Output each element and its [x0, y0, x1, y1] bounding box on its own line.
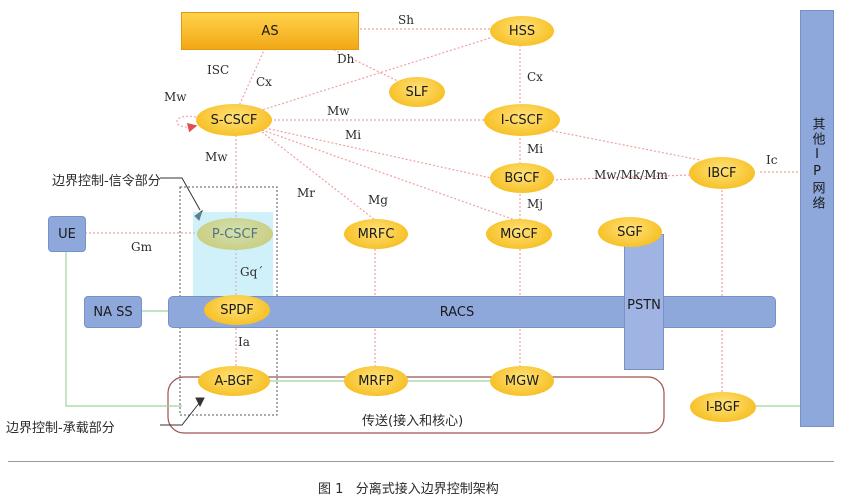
sgf-label: SGF [617, 224, 643, 240]
mgw-node: MGW [490, 366, 554, 396]
iface-mw-si: Mw [327, 104, 350, 118]
a-bgf-label: A-BGF [214, 373, 254, 389]
mgw-label: MGW [504, 373, 540, 389]
i-cscf-node: I-CSCF [484, 104, 560, 136]
iface-cx-s: Cx [256, 75, 272, 89]
ue-box: UE [48, 216, 86, 252]
s-cscf-label: S-CSCF [210, 112, 258, 128]
iface-mi-s: Mi [345, 128, 362, 142]
spdf-node: SPDF [204, 295, 270, 325]
iface-sh: Sh [398, 13, 414, 27]
other-ip-network-label: 其他IP网络 [809, 116, 825, 211]
iface-cx-i: Cx [527, 70, 543, 84]
iface-mr: Mr [297, 186, 316, 200]
hss-node: HSS [490, 16, 554, 46]
annotation-pointers [160, 177, 205, 426]
ibcf-label: IBCF [707, 165, 737, 181]
bgcf-label: BGCF [504, 170, 540, 186]
signaling-lines [85, 28, 800, 395]
as-label: AS [261, 23, 279, 39]
slf-label: SLF [405, 84, 429, 100]
iface-gm: Gm [131, 240, 152, 254]
iface-isc: ISC [207, 63, 230, 77]
iface-dh: Dh [337, 52, 355, 66]
mrfc-node: MRFC [344, 219, 408, 249]
bearer-lines [65, 250, 800, 407]
iface-mj: Mj [527, 197, 544, 211]
ibcf-node: IBCF [689, 157, 755, 189]
mrfp-label: MRFP [358, 373, 394, 389]
mgcf-node: MGCF [486, 219, 552, 249]
iface-gq: Gq´ [240, 265, 264, 279]
pstn-label: PSTN [627, 297, 661, 313]
iface-mw-mk-mm: Mw/Mk/Mm [594, 168, 668, 182]
iface-mi-i: Mi [527, 142, 544, 156]
hss-label: HSS [508, 23, 536, 39]
mgcf-label: MGCF [500, 226, 538, 242]
iface-mw-loop: Mw [164, 90, 187, 104]
nass-box: NA SS [84, 296, 142, 328]
as-box: AS [181, 12, 359, 50]
spdf-label: SPDF [220, 302, 254, 318]
figure-caption: 图 1 分离式接入边界控制架构 [318, 482, 499, 497]
i-bgf-label: I-BGF [705, 399, 741, 415]
iface-ia: Ia [238, 335, 250, 349]
iface-mg: Mg [368, 193, 388, 207]
iface-mw-sp: Mw [205, 150, 228, 164]
signaling-part-annotation: 边界控制-信令部分 [52, 174, 161, 189]
pstn-box: PSTN [624, 234, 664, 370]
other-ip-network-bar: 其他IP网络 [800, 10, 834, 427]
a-bgf-node: A-BGF [198, 366, 270, 396]
p-cscf-node: P-CSCF [197, 218, 273, 250]
ue-label: UE [58, 226, 76, 242]
i-bgf-node: I-BGF [690, 392, 756, 422]
transport-frame [167, 376, 665, 434]
mrfp-node: MRFP [344, 366, 408, 396]
transport-label: 传送(接入和核心) [362, 414, 464, 429]
i-cscf-label: I-CSCF [500, 112, 544, 128]
iface-ic: Ic [766, 153, 778, 167]
racs-label: RACS [439, 304, 475, 320]
nass-label: NA SS [93, 304, 133, 320]
slf-node: SLF [389, 77, 445, 107]
bgcf-node: BGCF [490, 163, 554, 193]
mrfc-label: MRFC [357, 226, 395, 242]
p-cscf-label: P-CSCF [211, 226, 259, 242]
sgf-node: SGF [598, 217, 662, 247]
s-cscf-node: S-CSCF [196, 104, 272, 136]
caption-divider [8, 461, 834, 462]
bearer-part-annotation: 边界控制-承载部分 [6, 421, 115, 436]
